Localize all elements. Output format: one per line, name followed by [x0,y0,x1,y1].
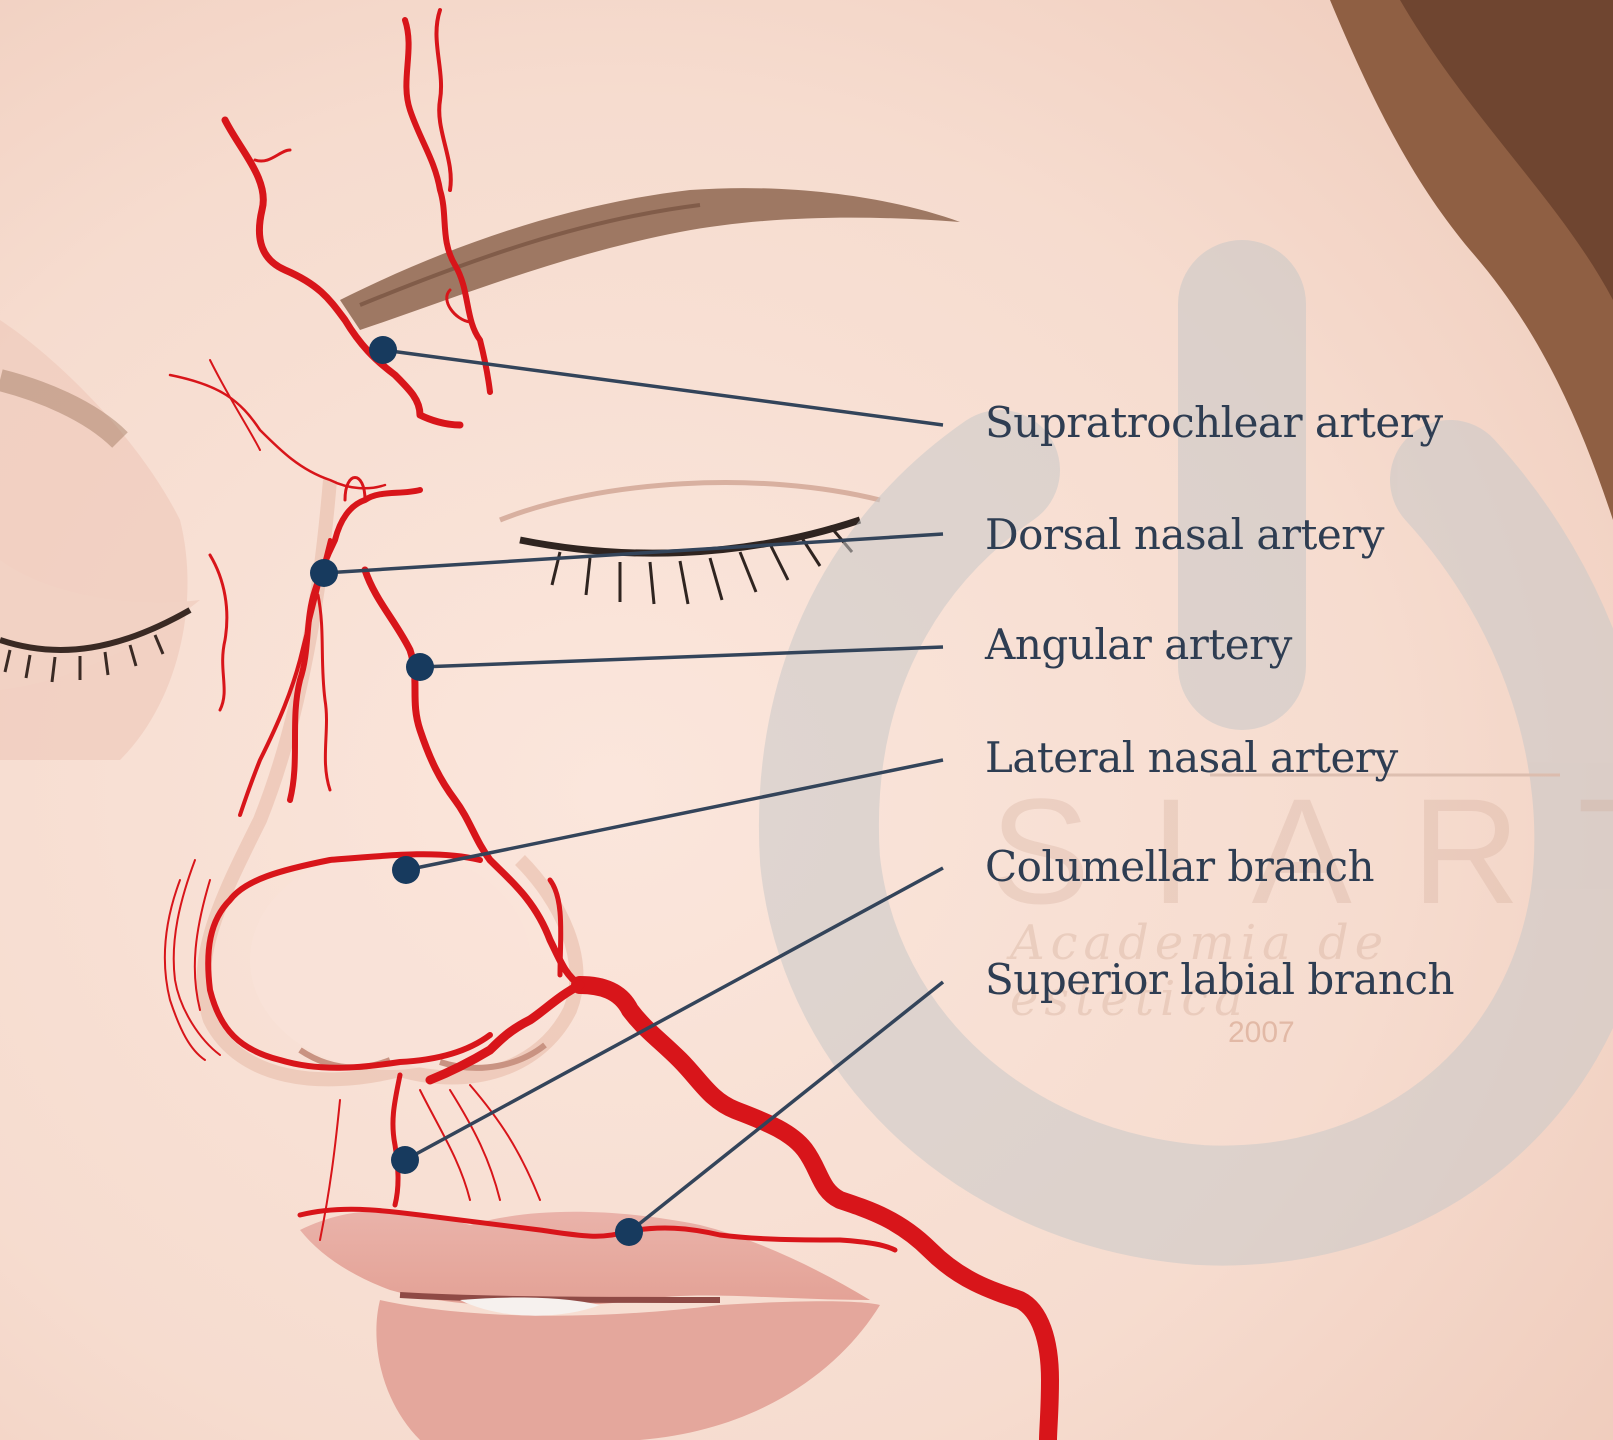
marker-dorsal-nasal [310,559,338,587]
marker-superior-labial [615,1218,643,1246]
marker-lateral-nasal [392,856,420,884]
marker-angular [406,653,434,681]
watermark-year: 2007 [1228,1016,1295,1050]
label-lateral-nasal-artery: Lateral nasal artery [985,733,1398,782]
label-superior-labial-branch: Superior labial branch [985,955,1454,1004]
marker-supratrochlear [369,336,397,364]
marker-columellar [391,1146,419,1174]
label-supratrochlear-artery: Supratrochlear artery [985,398,1443,447]
label-dorsal-nasal-artery: Dorsal nasal artery [985,510,1384,559]
label-angular-artery: Angular artery [985,620,1292,669]
label-columellar-branch: Columellar branch [985,842,1374,891]
